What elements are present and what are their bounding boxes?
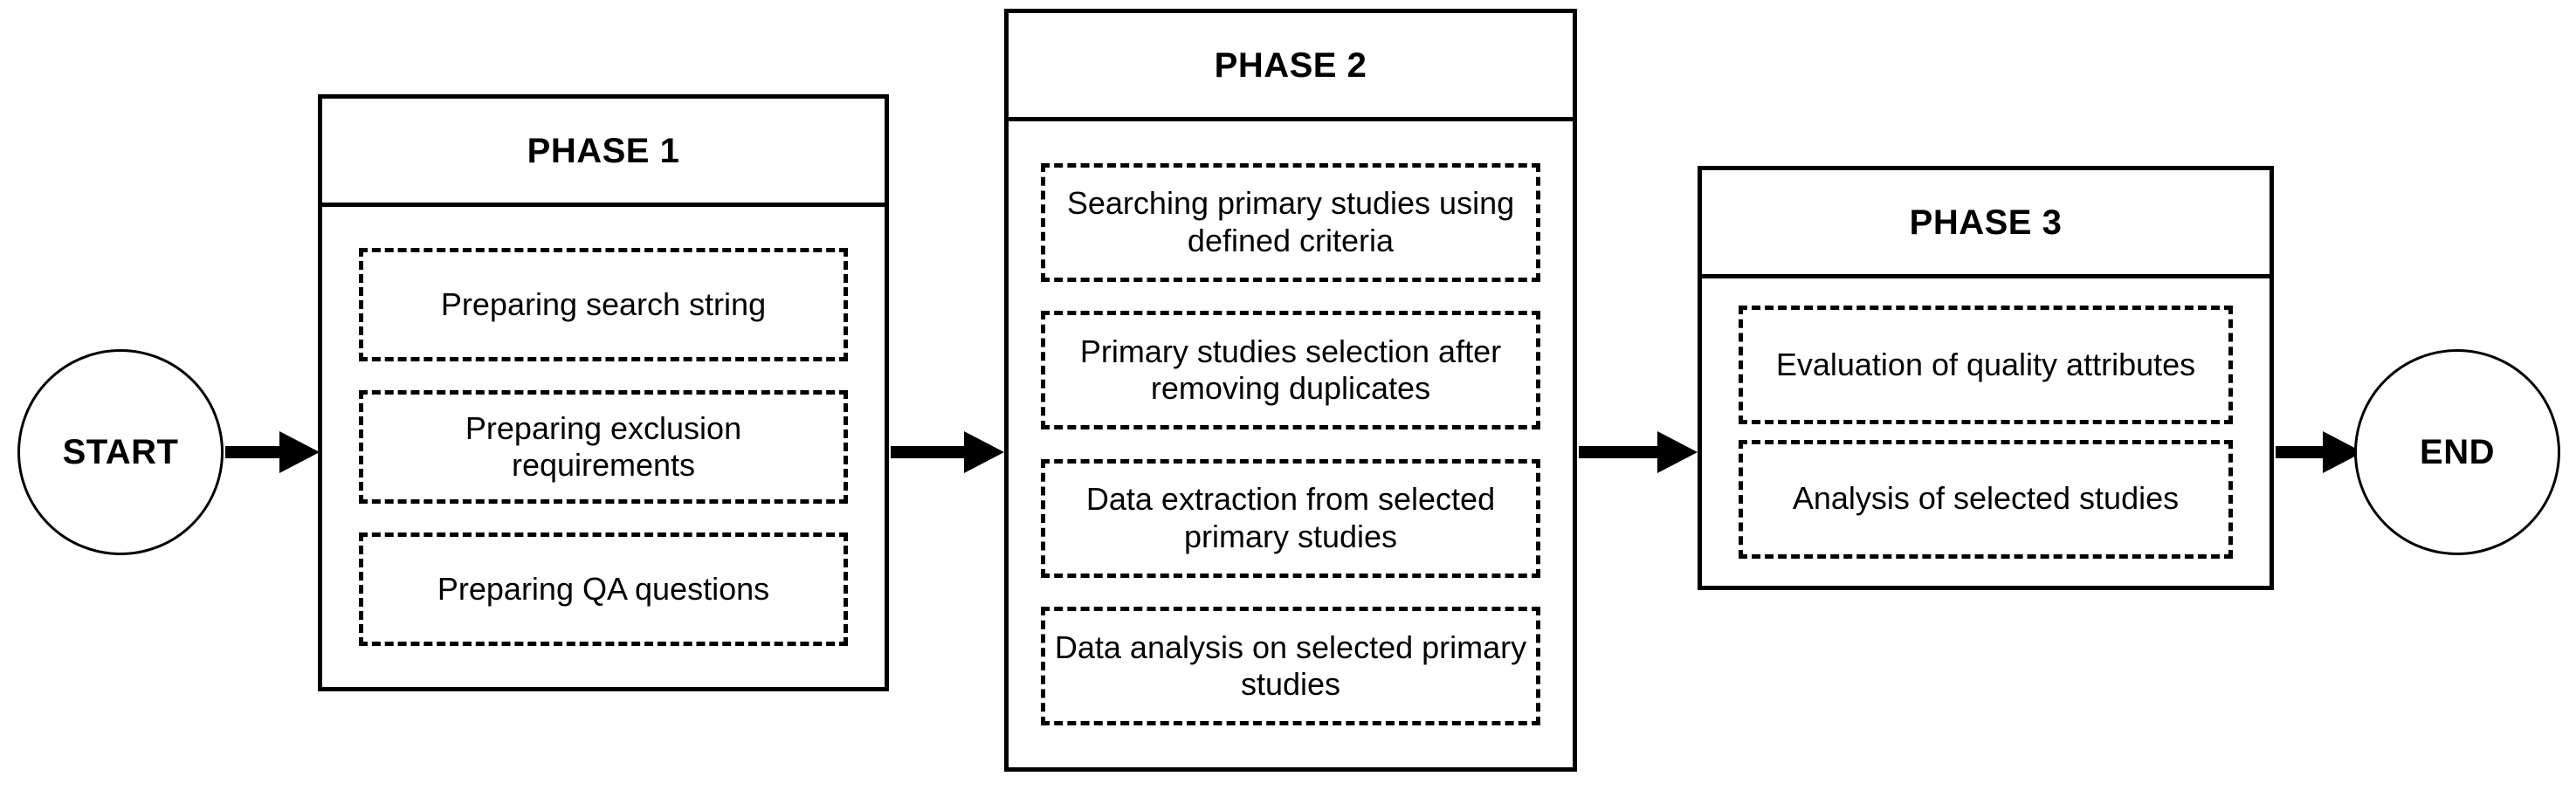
phase-2-box[interactable]: PHASE 2 Searching primary studies using … <box>1004 9 1577 772</box>
phase-2-title: PHASE 2 <box>1214 45 1367 85</box>
phase-2-step-3[interactable]: Data extraction from selected primary st… <box>1041 458 1540 578</box>
phase-2-body: Searching primary studies using defined … <box>1009 121 1573 767</box>
start-node-label: START <box>62 433 179 471</box>
phase-2-step-2[interactable]: Primary studies selection after removing… <box>1041 311 1540 430</box>
phase-1-box[interactable]: PHASE 1 Preparing search string Preparin… <box>318 94 889 691</box>
phase-1-body: Preparing search string Preparing exclus… <box>322 207 885 687</box>
arrowhead-icon <box>1657 431 1698 473</box>
arrowhead-icon <box>964 431 1004 473</box>
connector-shaft <box>225 446 283 458</box>
phase-1-step-1[interactable]: Preparing search string <box>359 248 848 361</box>
start-node[interactable]: START <box>17 349 224 555</box>
phase-3-step-1[interactable]: Evaluation of quality attributes <box>1739 306 2233 425</box>
phase-1-header: PHASE 1 <box>322 99 885 207</box>
phase-1-title: PHASE 1 <box>527 131 680 170</box>
phase-1-step-3[interactable]: Preparing QA questions <box>359 532 848 646</box>
phase-1-step-2[interactable]: Preparing exclusion requirements <box>359 390 848 504</box>
end-node[interactable]: END <box>2354 349 2560 555</box>
phase-3-body: Evaluation of quality attributes Analysi… <box>1702 278 2269 586</box>
phase-2-header: PHASE 2 <box>1009 13 1573 121</box>
arrowhead-icon <box>279 431 320 473</box>
phase-3-title: PHASE 3 <box>1909 203 2063 242</box>
phase-2-step-4[interactable]: Data analysis on selected primary studie… <box>1041 607 1540 726</box>
end-node-label: END <box>2420 433 2495 471</box>
connector-shaft <box>891 446 968 458</box>
phase-3-header: PHASE 3 <box>1702 170 2269 278</box>
connector-shaft <box>1579 446 1661 458</box>
phase-3-box[interactable]: PHASE 3 Evaluation of quality attributes… <box>1698 166 2274 590</box>
phase-3-step-2[interactable]: Analysis of selected studies <box>1739 439 2233 559</box>
phase-2-step-1[interactable]: Searching primary studies using defined … <box>1041 162 1540 282</box>
connector-shaft <box>2276 446 2326 458</box>
